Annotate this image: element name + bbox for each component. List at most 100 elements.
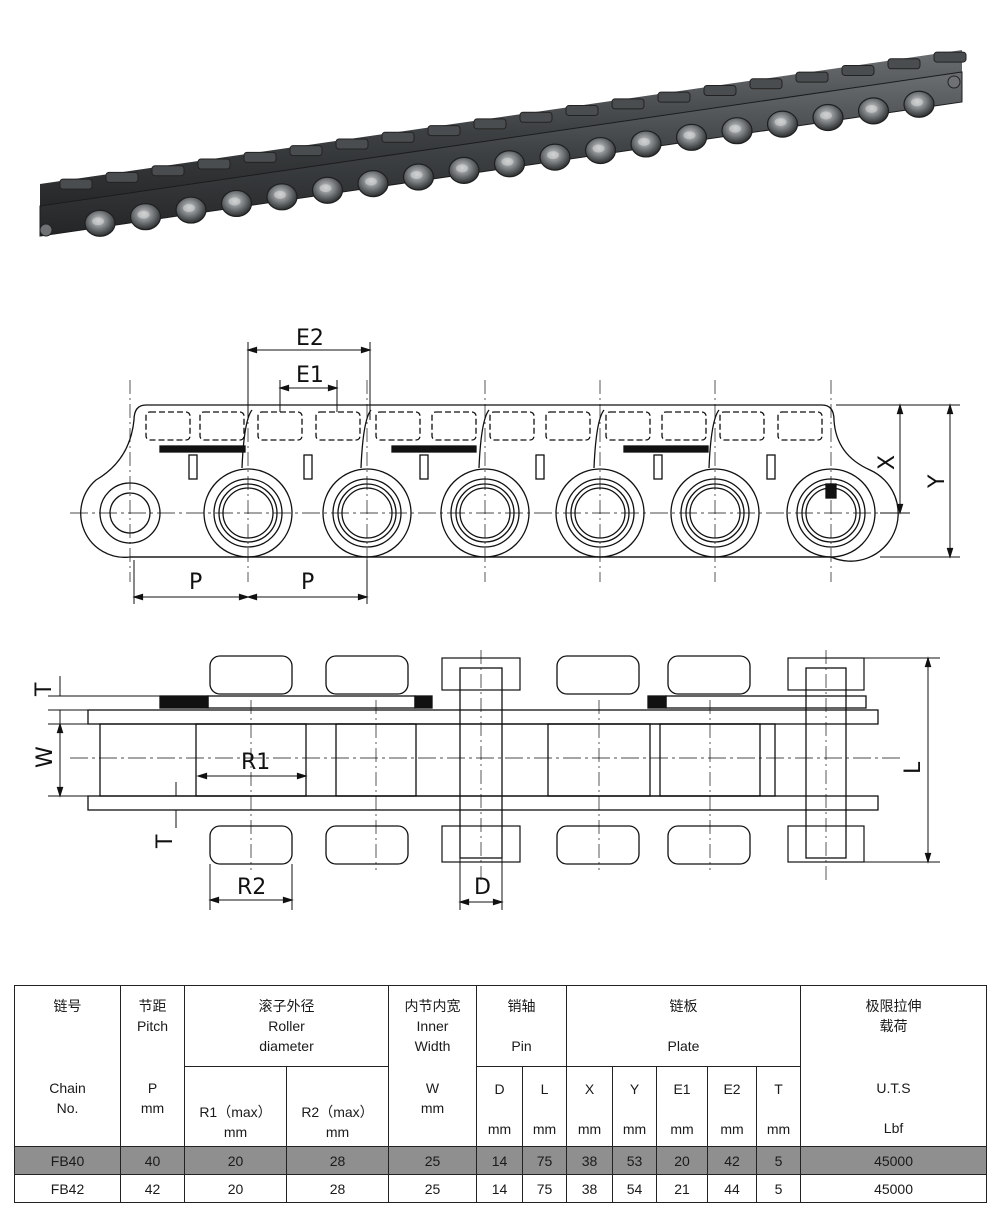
table-row: FB42 42 20 28 25 14 75 38 54 21 44 5 450… — [14, 1174, 988, 1203]
header-inner-en2: Width — [414, 1038, 451, 1054]
cell-r1: 20 — [184, 1146, 287, 1175]
chain-link-tab — [197, 158, 231, 170]
cell-w: 25 — [388, 1146, 477, 1175]
outer-plate-bottom — [87, 795, 879, 811]
label-r2: R2 — [237, 875, 266, 900]
sub-label: D — [494, 1080, 505, 1097]
cell-e2: 44 — [707, 1174, 757, 1203]
label-p2: P — [301, 570, 314, 595]
cell-p: 40 — [120, 1146, 185, 1175]
chain-link-tab — [841, 64, 875, 76]
chain-roller-highlight — [911, 98, 923, 107]
header-r2: R2（max） mm — [286, 1066, 389, 1147]
sub-unit: mm — [766, 1120, 791, 1137]
chain-link-tab — [611, 98, 645, 110]
top-attachment — [665, 695, 867, 709]
chain-roller-highlight — [547, 151, 559, 160]
dim-y-arrow — [946, 403, 954, 415]
inner-link-body — [99, 723, 776, 797]
header-chain-en2: No. — [56, 1100, 79, 1116]
cell-e2: 42 — [707, 1146, 757, 1175]
label-t-top: T — [32, 682, 57, 697]
header-plate-en: Plate — [667, 1038, 700, 1054]
chain-roller-highlight — [228, 197, 241, 206]
spacer-block — [159, 695, 209, 709]
plate-slot — [719, 411, 765, 441]
plate-stud — [303, 454, 313, 480]
chain-link-tab — [565, 105, 599, 117]
chain-link-tab — [289, 145, 323, 157]
cell-r1: 20 — [184, 1174, 287, 1203]
label-e1: E1 — [296, 363, 324, 388]
plate-slot — [375, 411, 421, 441]
attachment-bar — [159, 445, 246, 453]
label-p1: P — [189, 570, 202, 595]
cell-uts: 45000 — [800, 1174, 988, 1203]
chain-link-tab — [427, 125, 461, 137]
plate-slot — [315, 411, 361, 441]
cell-w: 25 — [388, 1174, 477, 1203]
plate-slot — [661, 411, 707, 441]
dim-y-arrow — [946, 547, 954, 559]
chain-link-tab — [105, 171, 139, 183]
label-t-bottom: T — [153, 834, 178, 849]
dim-x-arrow — [896, 403, 904, 415]
header-inner-sym: W — [425, 1080, 440, 1096]
chain-roller-highlight — [410, 170, 423, 179]
chain-roller-highlight — [774, 118, 787, 127]
header-roller: 滚子外径 Roller diameter — [184, 985, 389, 1067]
link-separator — [593, 409, 605, 469]
label-d: D — [474, 875, 491, 900]
header-pin-cn: 销轴 — [507, 998, 536, 1014]
link-separator — [478, 409, 490, 469]
roller-top — [209, 655, 293, 695]
header-roller-en2: diameter — [259, 1038, 314, 1054]
cell-y: 53 — [612, 1146, 657, 1175]
header-pin: 销轴 Pin — [476, 985, 567, 1067]
plate-stud — [419, 454, 429, 480]
sub-label: Y — [629, 1080, 640, 1097]
header-r1-label: R1（max） — [199, 1104, 272, 1120]
side-view — [70, 380, 900, 582]
sub-label: T — [774, 1080, 783, 1097]
label-x: X — [875, 455, 900, 470]
plate-stud — [188, 454, 198, 480]
cell-p: 42 — [120, 1174, 185, 1203]
label-l: L — [901, 761, 926, 774]
dim-p2-arrow — [357, 593, 369, 601]
top-view — [70, 650, 900, 880]
chain-roller-highlight — [319, 184, 332, 193]
spacer-block — [414, 695, 433, 709]
sub-unit: mm — [532, 1120, 557, 1137]
header-r1: R1（max） mm — [184, 1066, 287, 1147]
roller-bottom — [556, 825, 640, 865]
dim-r1-arrow — [296, 772, 308, 780]
plate-slot — [145, 411, 191, 441]
dim-x-arrow — [896, 503, 904, 515]
chain-roller-highlight — [501, 157, 514, 166]
header-inner-en1: Inner — [416, 1018, 449, 1034]
header-plate: 链板 Plate — [565, 985, 802, 1067]
chain-link-tab — [519, 111, 553, 123]
header-inner-cn: 内节内宽 — [404, 998, 461, 1014]
chain-roller-highlight — [820, 111, 832, 120]
header-pitch: 节距 Pitch P mm — [120, 985, 185, 1147]
header-uts-cn1: 极限拉伸 — [865, 998, 922, 1014]
dim-p1-arrow — [238, 593, 250, 601]
chain-link-tab — [59, 178, 93, 190]
roller-top — [667, 655, 751, 695]
sub-unit: mm — [487, 1120, 512, 1137]
plate-slot — [605, 411, 651, 441]
plate-slot — [199, 411, 245, 441]
chain-link-tab — [243, 151, 277, 163]
header-r2-unit: mm — [325, 1124, 350, 1140]
chain-roller-highlight — [365, 177, 377, 186]
cell-e1: 21 — [656, 1174, 708, 1203]
dim-p2-arrow — [246, 593, 258, 601]
end-pin-key — [825, 483, 837, 499]
header-inner: 内节内宽 Inner Width W mm — [388, 985, 477, 1147]
header-roller-en1: Roller — [268, 1018, 305, 1034]
